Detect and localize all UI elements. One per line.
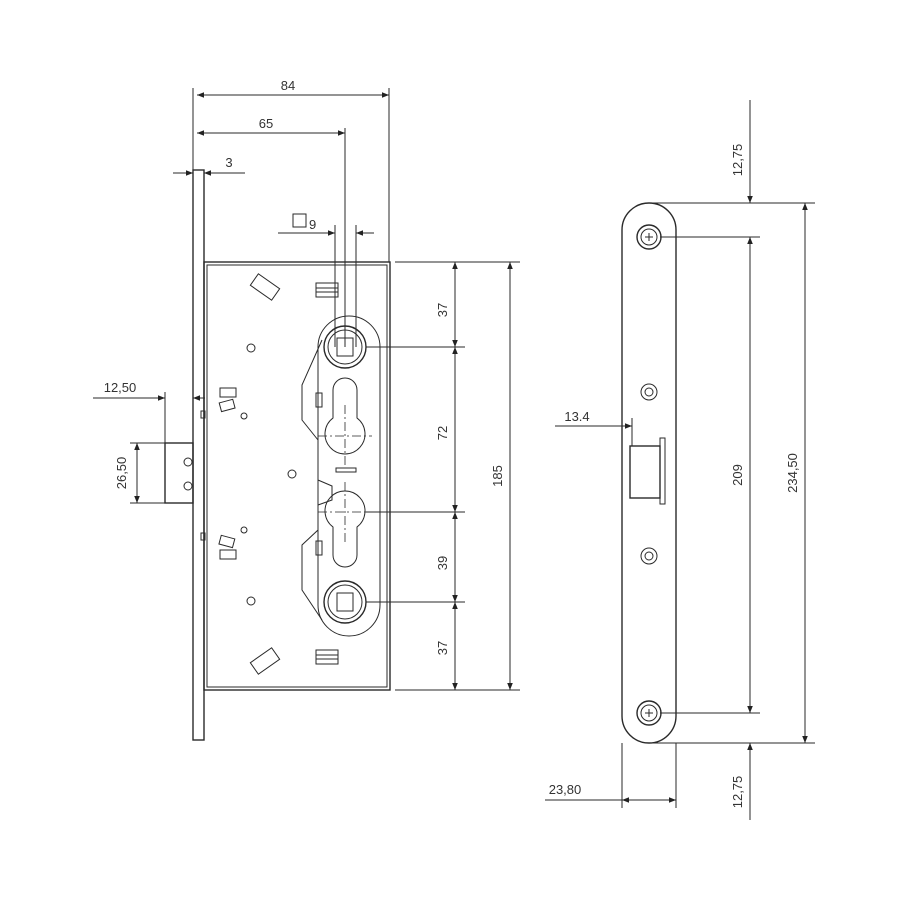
dim-39: 39 — [435, 556, 450, 570]
dim-12-75-top: 12,75 — [730, 144, 745, 177]
dim-84: 84 — [281, 78, 295, 93]
dim-37-bottom: 37 — [435, 641, 450, 655]
side-view-dimensions: 84 65 3 9 12,50 26,50 37 72 39 37 185 — [93, 78, 520, 691]
top-screw-hole — [636, 224, 662, 250]
dim-3: 3 — [225, 155, 232, 170]
dim-234-50: 234,50 — [785, 453, 800, 493]
latch-bolt — [164, 442, 194, 504]
dim-12-75-bottom: 12,75 — [730, 776, 745, 809]
faceplate-edge — [192, 169, 205, 741]
dim-square-9: 9 — [309, 217, 316, 232]
front-view — [621, 202, 677, 744]
lower-cylinder-hole — [324, 490, 366, 568]
square-symbol — [292, 213, 307, 228]
faceplate — [621, 202, 677, 744]
lower-follower — [323, 580, 367, 624]
latch-opening — [629, 445, 661, 499]
dim-65: 65 — [259, 116, 273, 131]
bottom-screw-hole — [636, 700, 662, 726]
dim-185: 185 — [490, 465, 505, 487]
front-view-dimensions: 13.4 12,75 209 12,75 234,50 23,80 — [545, 100, 815, 820]
dim-209: 209 — [730, 464, 745, 486]
dim-13-4: 13.4 — [564, 409, 589, 424]
dim-12-50: 12,50 — [104, 380, 137, 395]
dim-72: 72 — [435, 426, 450, 440]
dim-26-50: 26,50 — [114, 457, 129, 490]
dim-23-80: 23,80 — [549, 782, 582, 797]
dim-37-top: 37 — [435, 303, 450, 317]
lock-body — [203, 261, 391, 691]
